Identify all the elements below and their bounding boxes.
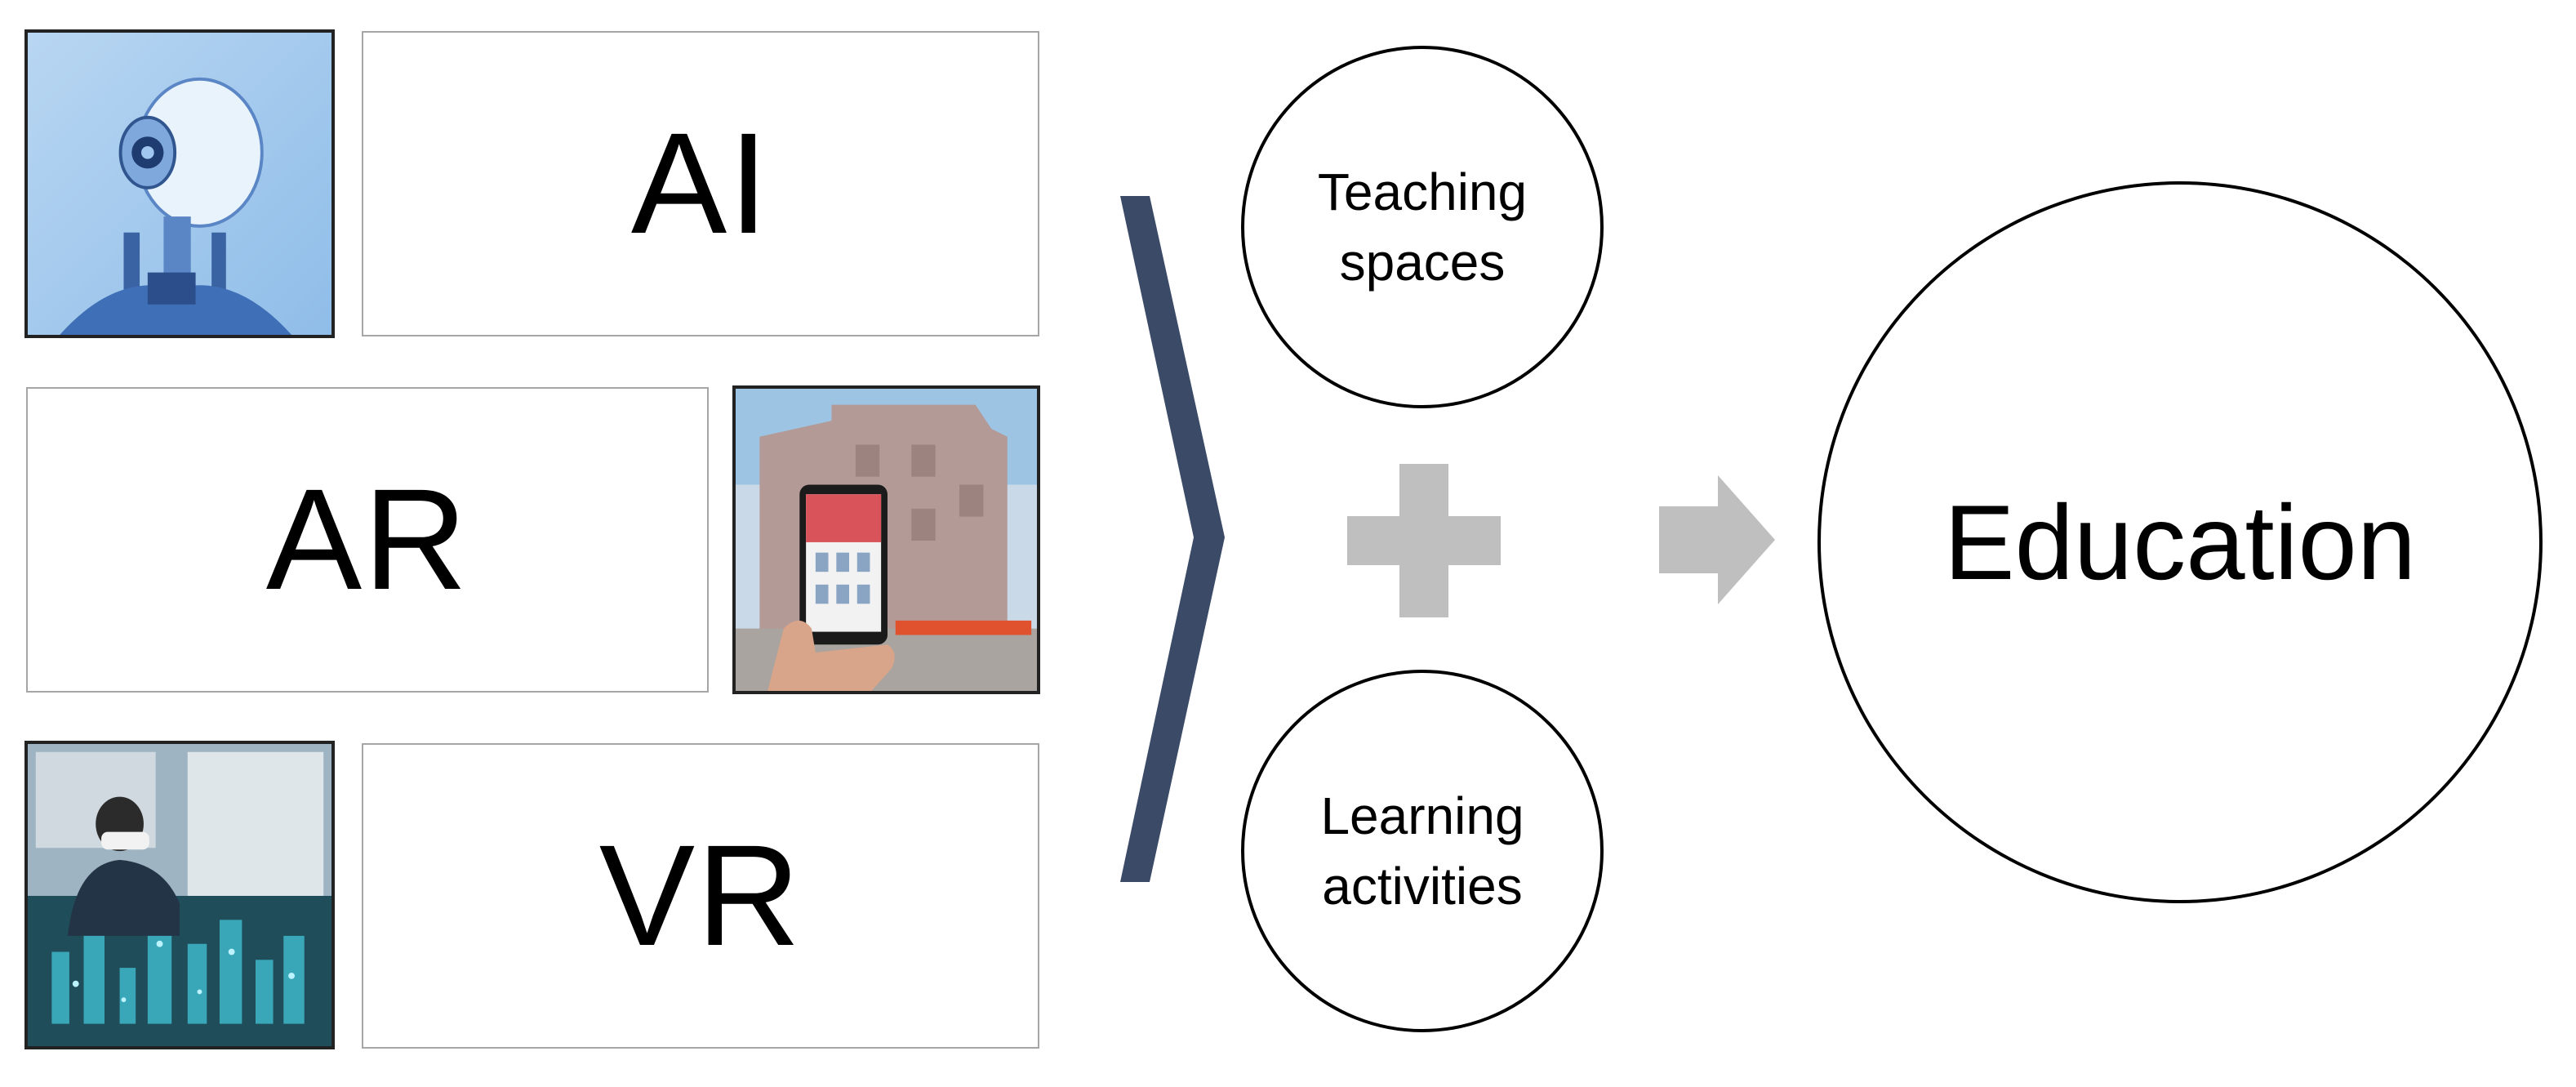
robot-head-image — [24, 29, 335, 338]
education-label: Education — [1943, 483, 2417, 602]
ai-label-box: AI — [362, 31, 1039, 336]
vr-label-box: VR — [362, 743, 1039, 1049]
phone-ar-building-image — [732, 385, 1040, 694]
vr-label: VR — [598, 816, 803, 976]
ai-label: AI — [630, 104, 771, 264]
learning-activities-circle: Learning activities — [1241, 670, 1604, 1032]
teaching-spaces-label: Teaching spaces — [1317, 162, 1528, 292]
ar-label: AR — [265, 460, 469, 620]
education-circle: Education — [1817, 181, 2543, 903]
chevron-bracket-icon — [1120, 196, 1225, 882]
teaching-spaces-circle: Teaching spaces — [1241, 46, 1604, 408]
plus-icon — [1347, 464, 1501, 617]
vr-headset-city-image — [24, 741, 335, 1049]
ar-label-box: AR — [26, 387, 709, 693]
right-arrow-icon — [1659, 475, 1775, 604]
learning-activities-label: Learning activities — [1320, 786, 1524, 915]
